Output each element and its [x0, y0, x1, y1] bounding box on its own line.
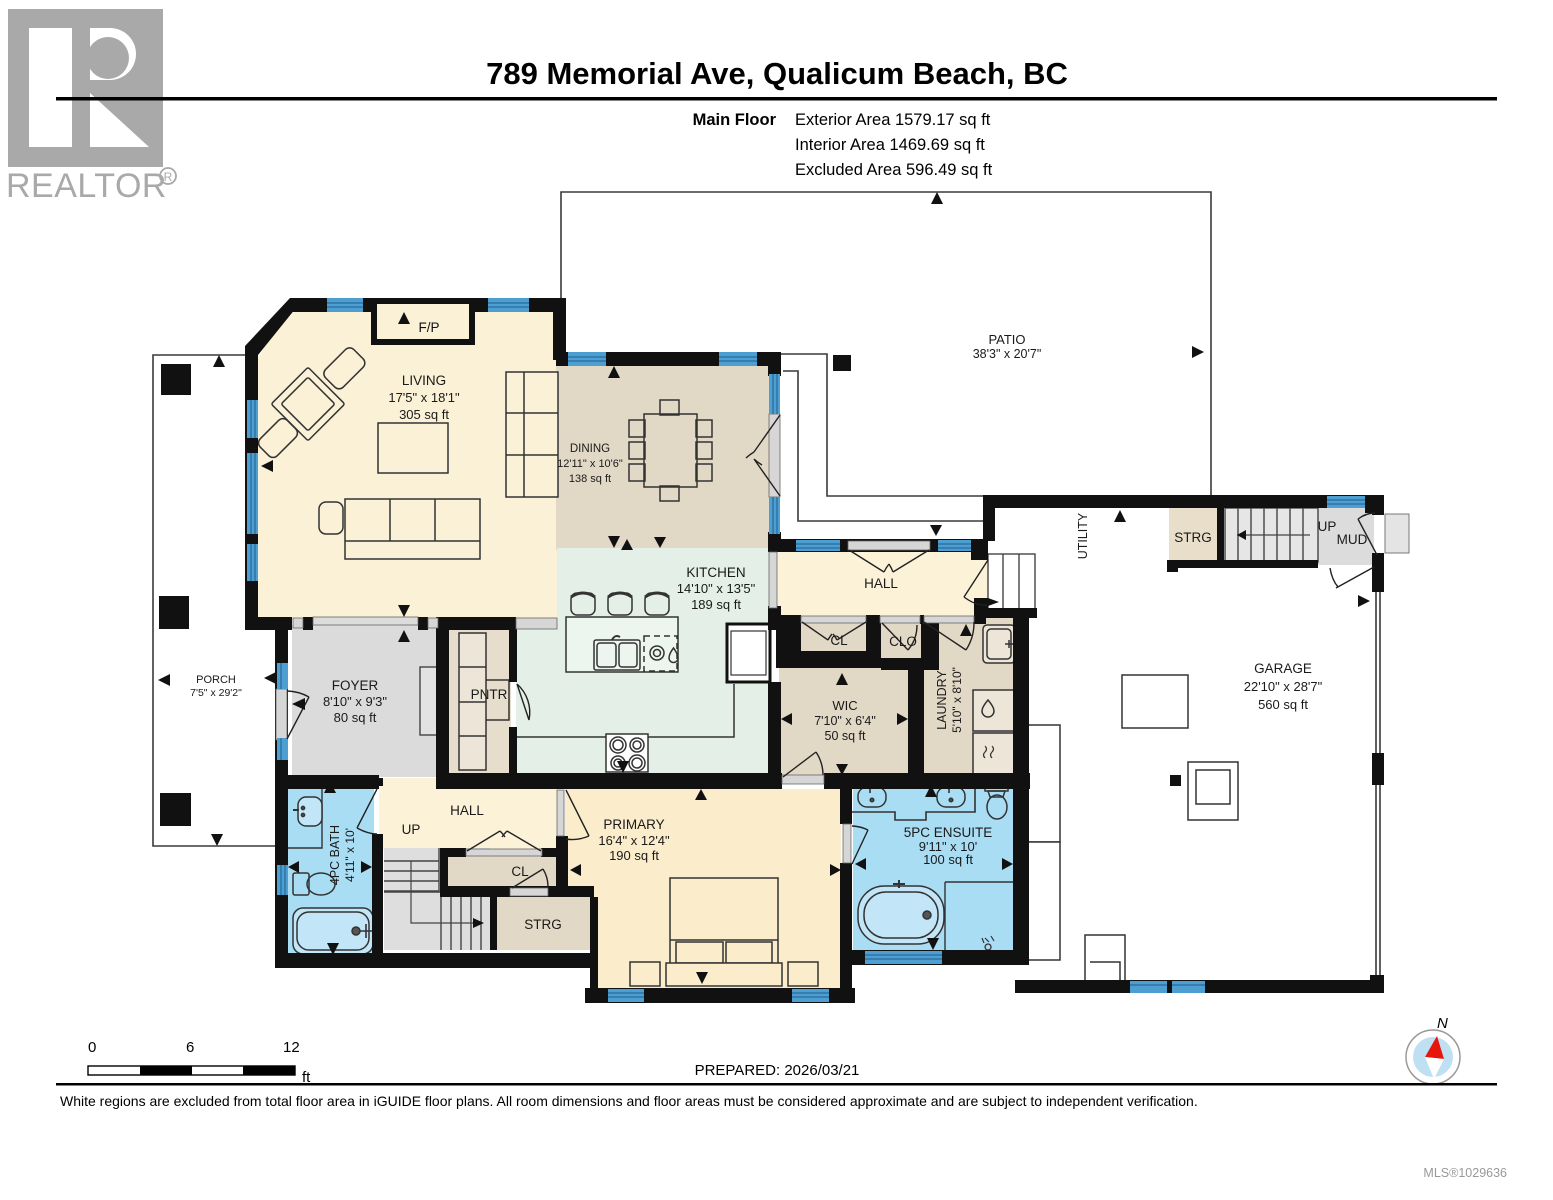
svg-text:MLS®1029636: MLS®1029636: [1423, 1166, 1507, 1180]
svg-text:CLO: CLO: [889, 634, 917, 649]
svg-text:305 sq ft: 305 sq ft: [399, 407, 449, 422]
svg-text:138 sq ft: 138 sq ft: [569, 473, 611, 485]
svg-text:STRG: STRG: [1174, 530, 1212, 545]
svg-text:HALL: HALL: [450, 803, 484, 818]
svg-text:4'11" x 10': 4'11" x 10': [343, 828, 357, 882]
svg-text:80 sq ft: 80 sq ft: [334, 710, 377, 725]
svg-text:WIC: WIC: [832, 698, 857, 713]
svg-text:9'11" x 10': 9'11" x 10': [919, 839, 978, 854]
svg-text:789 Memorial Ave, Qualicum Bea: 789 Memorial Ave, Qualicum Beach, BC: [486, 56, 1068, 91]
svg-text:F/P: F/P: [418, 320, 439, 335]
svg-text:38'3" x 20'7": 38'3" x 20'7": [973, 347, 1042, 361]
svg-text:PREPARED: 2026/03/21: PREPARED: 2026/03/21: [695, 1062, 860, 1079]
svg-text:LAUNDRY: LAUNDRY: [935, 670, 949, 730]
svg-text:189 sq ft: 189 sq ft: [691, 597, 741, 612]
svg-text:Interior Area 1469.69 sq ft: Interior Area 1469.69 sq ft: [795, 136, 985, 154]
svg-text:7'5" x 29'2": 7'5" x 29'2": [190, 687, 242, 699]
svg-text:White regions are excluded fro: White regions are excluded from total fl…: [60, 1093, 1198, 1109]
svg-text:PORCH: PORCH: [196, 674, 236, 686]
svg-text:14'10" x 13'5": 14'10" x 13'5": [677, 581, 756, 596]
svg-text:UP: UP: [402, 822, 421, 837]
svg-text:190 sq ft: 190 sq ft: [609, 848, 659, 863]
svg-text:FOYER: FOYER: [332, 678, 379, 693]
svg-text:UTILITY: UTILITY: [1076, 512, 1090, 559]
svg-text:16'4" x 12'4": 16'4" x 12'4": [598, 833, 670, 848]
svg-text:12: 12: [283, 1039, 300, 1056]
svg-text:0: 0: [88, 1039, 96, 1056]
svg-text:LIVING: LIVING: [402, 373, 446, 388]
svg-text:N: N: [1437, 1015, 1448, 1032]
svg-text:CL: CL: [511, 864, 529, 879]
svg-text:560 sq ft: 560 sq ft: [1258, 697, 1308, 712]
svg-text:HALL: HALL: [864, 576, 898, 591]
svg-text:Excluded Area 596.49 sq ft: Excluded Area 596.49 sq ft: [795, 161, 993, 179]
svg-text:12'11" x 10'6": 12'11" x 10'6": [557, 458, 623, 470]
svg-text:7'10" x 6'4": 7'10" x 6'4": [814, 714, 876, 728]
svg-text:GARAGE: GARAGE: [1254, 661, 1312, 676]
svg-text:17'5" x 18'1": 17'5" x 18'1": [388, 390, 460, 405]
svg-text:6: 6: [186, 1039, 194, 1056]
svg-text:UP: UP: [1318, 519, 1337, 534]
svg-text:8'10" x 9'3": 8'10" x 9'3": [323, 694, 387, 709]
svg-text:PATIO: PATIO: [988, 332, 1025, 347]
svg-text:PNTR: PNTR: [471, 687, 508, 702]
svg-text:5'10" x 8'10": 5'10" x 8'10": [950, 667, 964, 733]
svg-text:DINING: DINING: [570, 443, 610, 455]
svg-text:Main Floor: Main Floor: [693, 111, 777, 129]
svg-text:5PC ENSUITE: 5PC ENSUITE: [904, 825, 993, 840]
svg-text:R: R: [164, 170, 173, 184]
svg-text:KITCHEN: KITCHEN: [686, 565, 745, 580]
svg-text:Exterior Area 1579.17 sq ft: Exterior Area 1579.17 sq ft: [795, 111, 991, 129]
svg-text:50 sq ft: 50 sq ft: [825, 729, 867, 743]
svg-text:STRG: STRG: [524, 917, 562, 932]
svg-text:4PC BATH: 4PC BATH: [328, 825, 342, 885]
svg-text:ft: ft: [302, 1069, 311, 1086]
svg-text:PRIMARY: PRIMARY: [603, 817, 664, 832]
svg-text:CL: CL: [830, 633, 848, 648]
svg-text:MUD: MUD: [1337, 532, 1368, 547]
svg-text:100 sq ft: 100 sq ft: [923, 852, 973, 867]
svg-text:REALTOR: REALTOR: [6, 167, 167, 205]
svg-text:22'10" x 28'7": 22'10" x 28'7": [1244, 679, 1323, 694]
